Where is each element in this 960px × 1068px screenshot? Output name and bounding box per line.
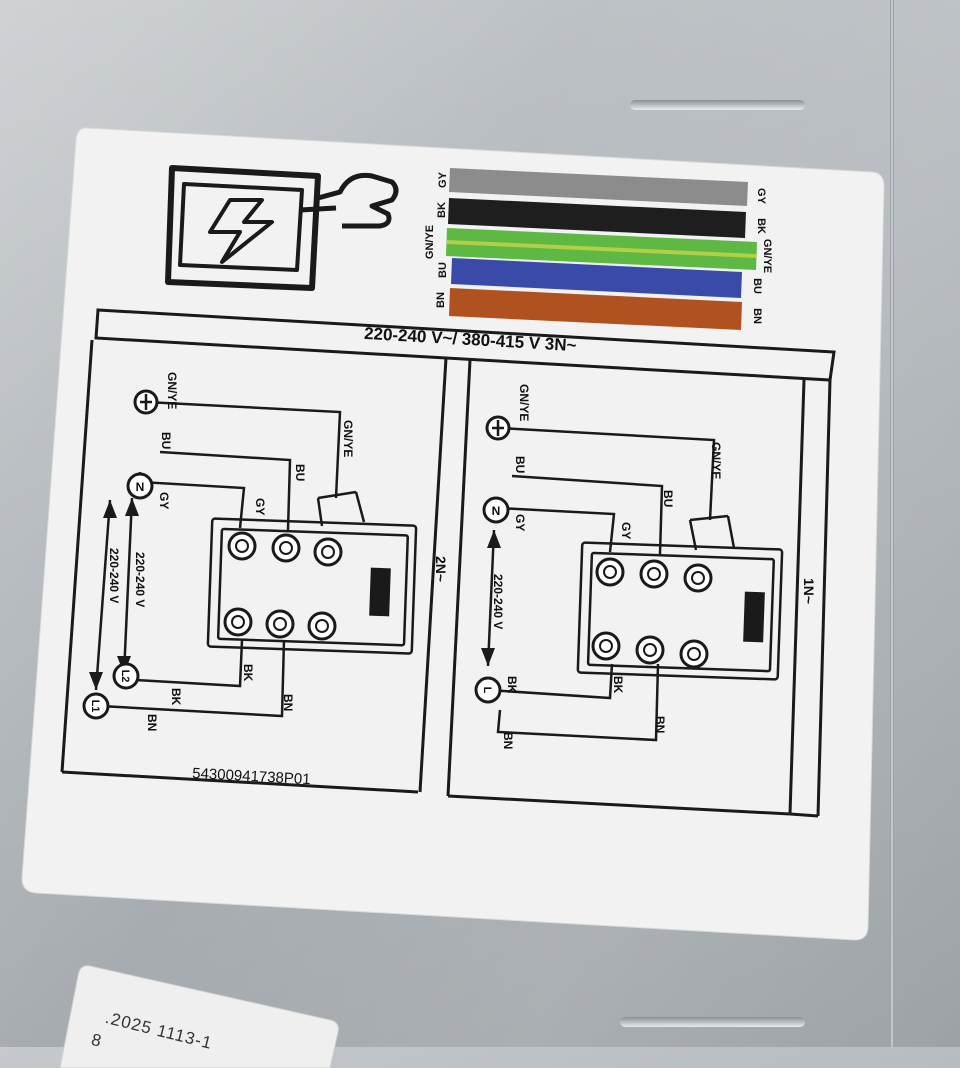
- label-gy-term-right: GY: [619, 522, 633, 539]
- label-l1-left: L1: [89, 700, 101, 713]
- color-code-bn-left: BN: [435, 292, 447, 308]
- panel-slot-top: [630, 100, 805, 110]
- label-bu-right: BU: [513, 456, 527, 473]
- right-terminals: [591, 557, 713, 669]
- color-code-bu-right: BU: [751, 278, 763, 294]
- voltage-right: 220-240 V: [491, 574, 505, 629]
- color-code-bn-right: BN: [751, 308, 763, 324]
- label-bn-right: BN: [501, 732, 515, 749]
- part-number: 54300941738P01: [192, 765, 311, 788]
- earth-symbol-left: [133, 389, 159, 415]
- color-code-gnye-right: GN/YE: [761, 239, 773, 273]
- diagram-frame: [60, 308, 836, 818]
- mode-label-left: 2N~: [433, 556, 449, 582]
- color-code-gnye-left: GN/YE: [424, 225, 436, 259]
- label-bk-term-right: BK: [611, 676, 625, 694]
- voltage-l2-left: 220-240 V: [133, 552, 147, 607]
- color-code-bu-left: BU: [437, 262, 449, 278]
- color-bar-bk: [448, 198, 746, 238]
- panel-fold: [890, 0, 894, 1047]
- label-bu-term-left: BU: [293, 464, 307, 481]
- earth-symbol-right: [485, 415, 511, 441]
- left-wiring-diagram: N L2 L1 GN/YE BU GY BU GY GN/YE BK BN BK…: [82, 372, 449, 788]
- label-gy-n-left: GY: [157, 492, 171, 509]
- label-bn-term-left: BN: [281, 694, 295, 711]
- color-code-bk-right: BK: [755, 218, 767, 234]
- panel-slot-bottom: [620, 1017, 805, 1027]
- label-bk-term-left: BK: [241, 664, 255, 682]
- manual-warning-icon: [165, 165, 399, 291]
- label-n-left: N: [136, 480, 145, 494]
- color-code-bk-left: BK: [436, 202, 448, 218]
- label-gnye-term-left: GN/YE: [341, 420, 355, 457]
- label-bk-right: BK: [505, 676, 519, 694]
- label-bk-left: BK: [169, 688, 183, 706]
- voltage-l1-left: 220-240 V: [107, 548, 121, 603]
- label-earth-left: GN/YE: [165, 372, 179, 409]
- left-terminals: [223, 531, 343, 641]
- terminal-n-left: [126, 472, 154, 500]
- color-bar-gy: [449, 168, 748, 206]
- right-wiring-diagram: N L GN/YE BU GY BU GY GN/YE BK BN BK BN …: [474, 384, 817, 749]
- terminal-l2-left: [112, 662, 140, 690]
- terminal-l-right: [474, 676, 502, 704]
- label-earth-right: GN/YE: [517, 384, 531, 421]
- label-gnye-term-right: GN/YE: [709, 442, 723, 479]
- color-bar-bn: [449, 288, 742, 330]
- color-code-gy-right: GY: [755, 188, 767, 205]
- label-bu-left: BU: [159, 432, 173, 449]
- label-n-right: N: [492, 504, 501, 518]
- label-l2-left: L2: [119, 670, 131, 683]
- terminal-n-right: [482, 496, 510, 524]
- label-bu-term-right: BU: [661, 490, 675, 507]
- label-gy-n-right: GY: [513, 514, 527, 531]
- wire-color-legend: [446, 168, 757, 330]
- label-l-right: L: [481, 687, 493, 694]
- color-bar-bu: [451, 258, 742, 298]
- label-bn-term-right: BN: [653, 716, 667, 733]
- serial-sticker: [60, 965, 339, 1068]
- label-gy-term-left: GY: [253, 498, 267, 515]
- mode-label-right: 1N~: [801, 578, 817, 604]
- label-bn-left: BN: [145, 714, 159, 731]
- terminal-l1-left: [82, 692, 110, 720]
- color-code-gy-left: GY: [437, 171, 449, 188]
